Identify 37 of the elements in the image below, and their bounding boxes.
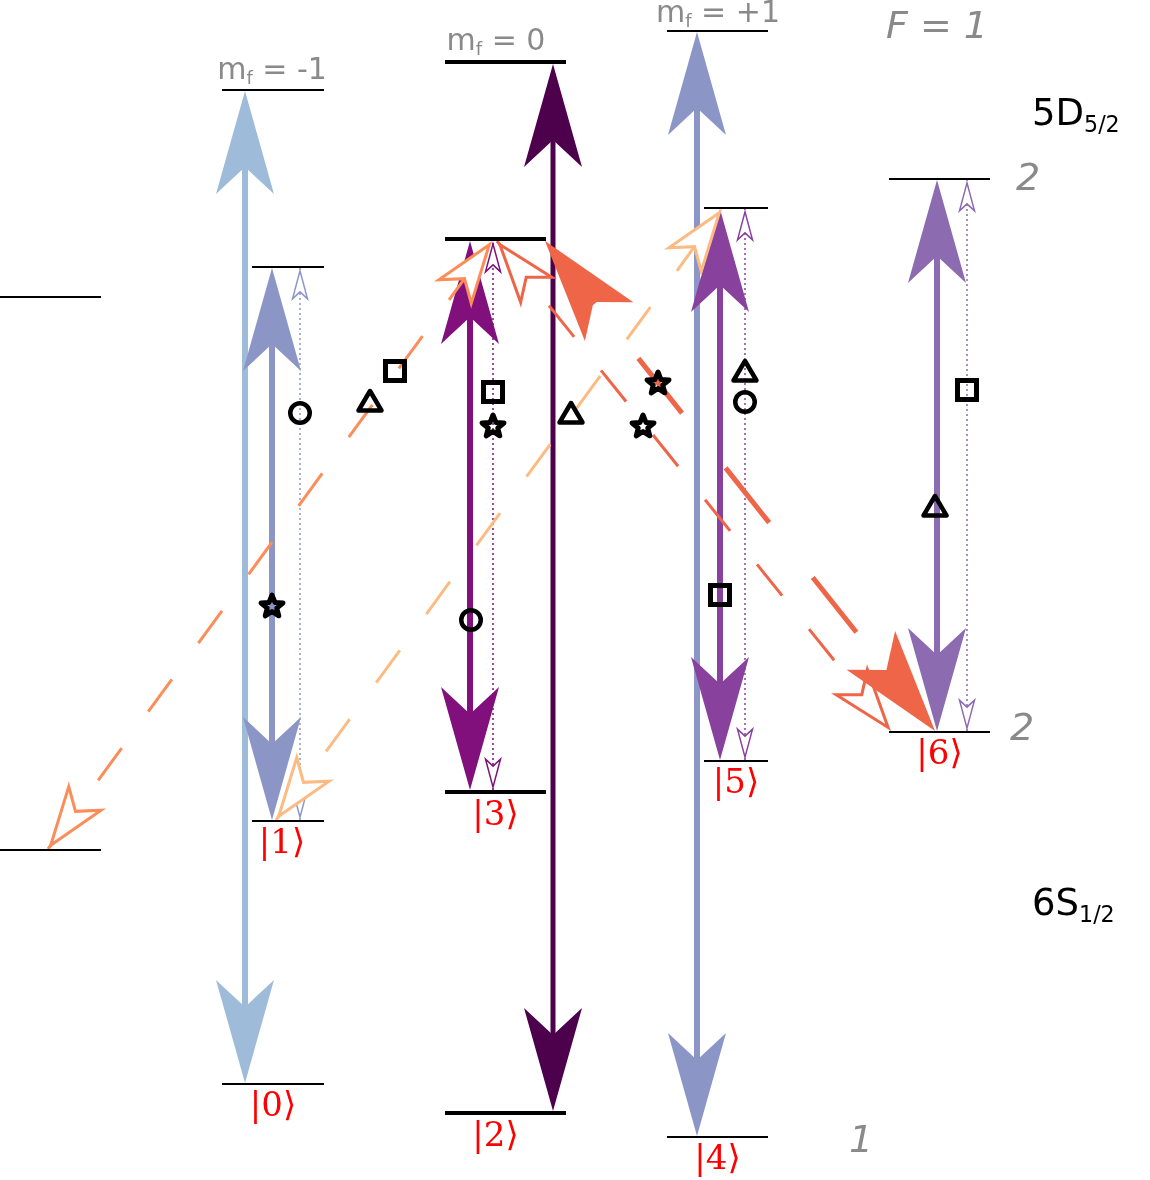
energy-level [889, 731, 990, 772]
state-label: |0⟩ [249, 1085, 297, 1124]
double-arrow [524, 64, 582, 1111]
energy-level [252, 820, 324, 861]
energy-level [445, 790, 546, 833]
state-label: |3⟩ [472, 794, 519, 833]
magnetic-quantum-number-label: m$_{f}$ = -1 [217, 54, 327, 84]
energy-level [445, 60, 566, 64]
hyperfine-quantum-number-label: 2 [1009, 708, 1035, 746]
hyperfine-quantum-number-label: 1 [848, 1120, 874, 1158]
dotted-double-arrow [484, 240, 502, 791]
energy-level [445, 237, 546, 241]
energy-level [445, 1111, 566, 1154]
state-label: |1⟩ [258, 822, 306, 861]
dashed-double-arrow [495, 240, 893, 732]
double-arrow [216, 91, 274, 1083]
double-arrow [441, 241, 499, 790]
dotted-double-arrow [958, 179, 976, 732]
energy-level [704, 760, 768, 801]
hyperfine-quantum-number-label: F = 1 [886, 6, 988, 44]
dashed-double-arrow [274, 208, 724, 821]
double-arrow [243, 268, 301, 820]
dashed-double-arrow [543, 239, 937, 733]
double-arrow [668, 32, 726, 1136]
energy-level [222, 1083, 324, 1124]
state-label: |4⟩ [694, 1138, 741, 1177]
hyperfine-quantum-number-label: 2 [1015, 158, 1041, 196]
magnetic-quantum-number-label: m$_{f}$ = 0 [446, 25, 546, 55]
state-label: |2⟩ [472, 1115, 519, 1154]
state-label: |6⟩ [916, 733, 963, 772]
dashed-double-arrow [46, 240, 494, 850]
state-label: |5⟩ [712, 762, 760, 801]
dotted-double-arrow [291, 267, 309, 821]
double-arrow [908, 180, 966, 731]
energy-level [667, 1136, 768, 1177]
dotted-double-arrow [736, 208, 754, 761]
magnetic-quantum-number-label: m$_{f}$ = +1 [656, 0, 780, 27]
